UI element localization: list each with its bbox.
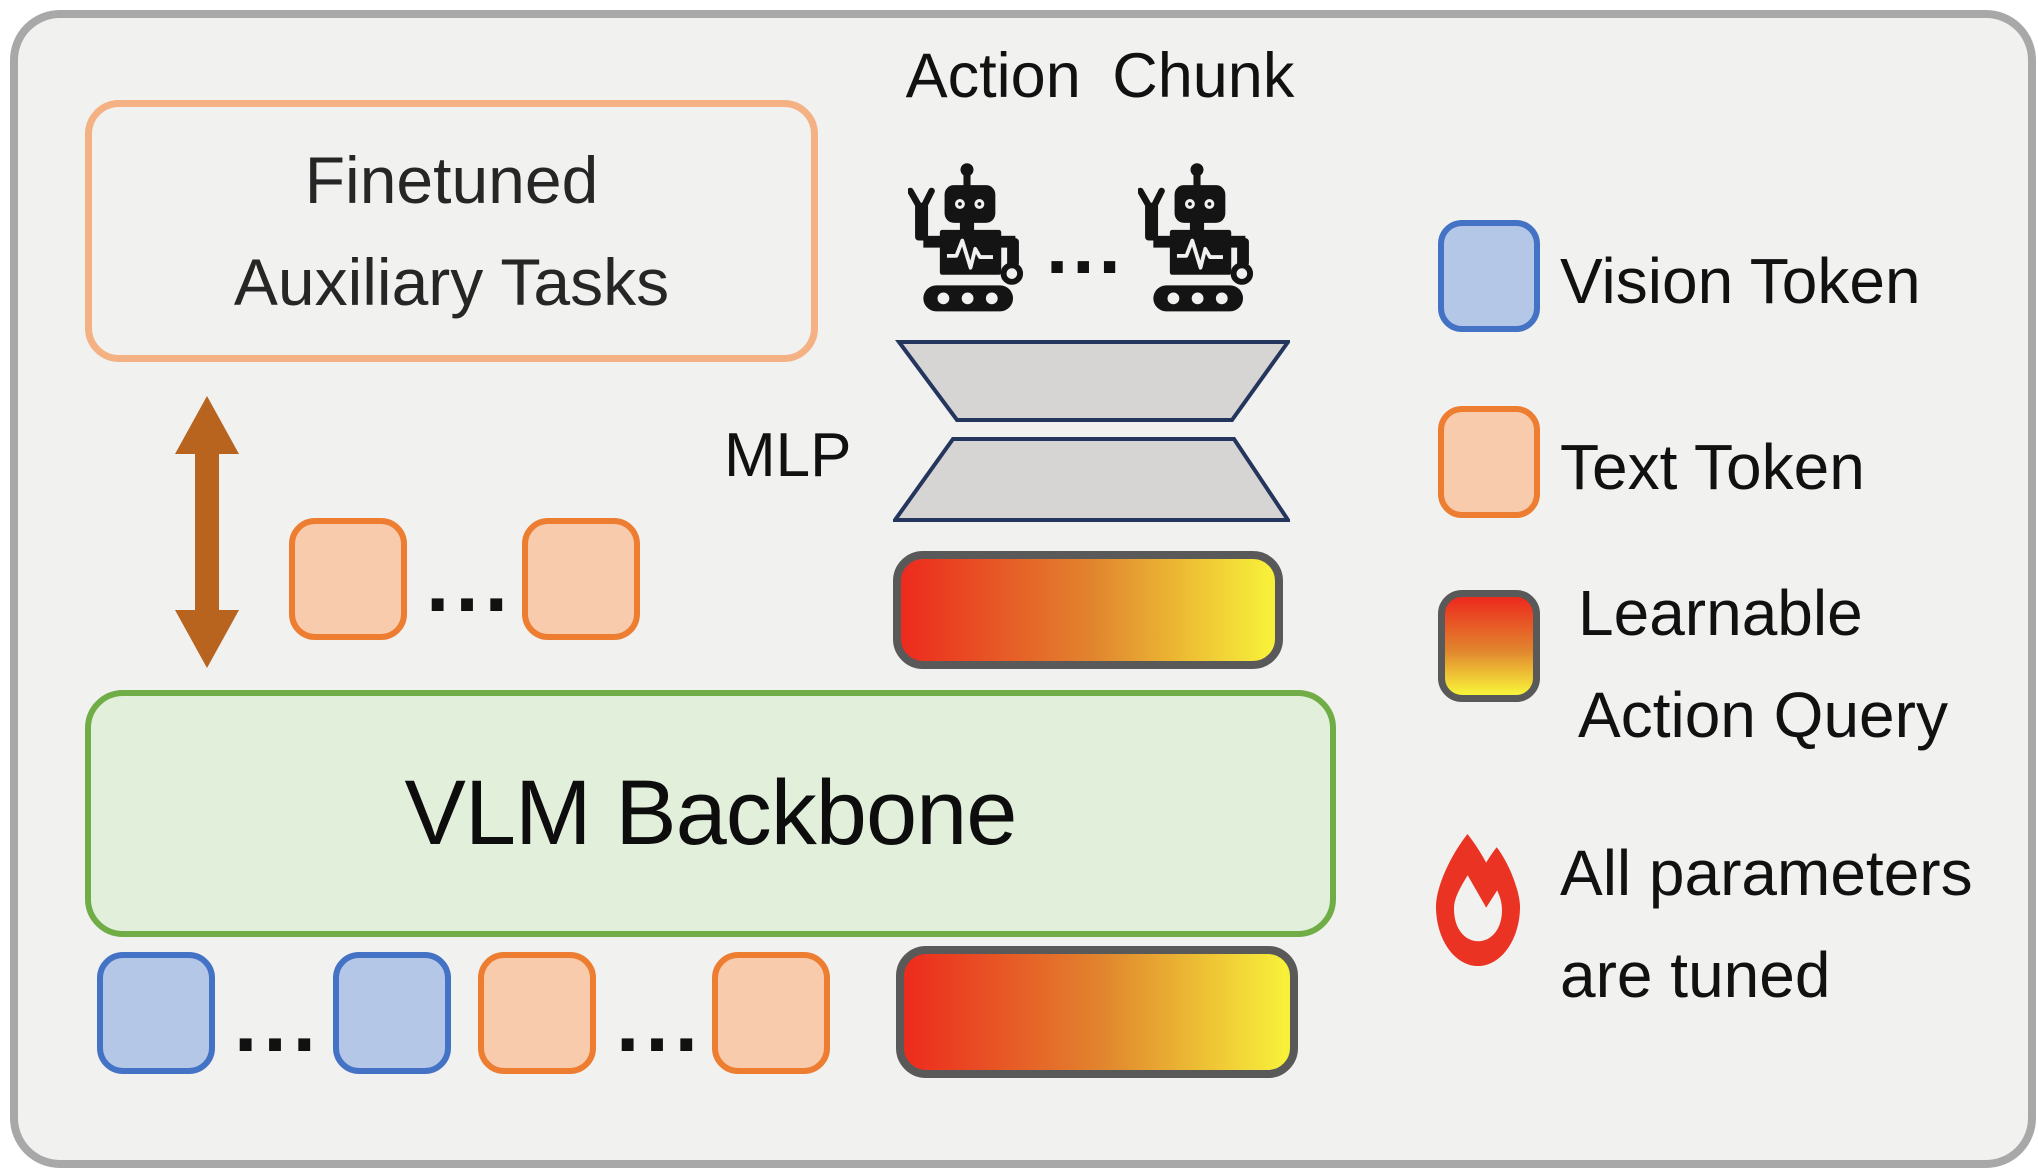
tuned-label-line2: are tuned: [1560, 939, 1831, 1011]
learnable-action-query-bar: [893, 551, 1283, 669]
vision-token: [333, 952, 451, 1074]
learnable-action-query-swatch: [1438, 590, 1540, 702]
action-chunk-label: Action Chunk: [905, 41, 1295, 111]
all-parameters-tuned-legend-label: All parameters are tuned: [1560, 822, 1973, 1026]
tuned-label-line1: All parameters: [1560, 837, 1973, 909]
learnable-action-query-bar: [896, 946, 1298, 1078]
finetuned-auxiliary-tasks-box: Finetuned Auxiliary Tasks: [85, 100, 818, 362]
ellipsis-text-tokens: ...: [616, 975, 705, 1069]
vision-token-legend-label: Vision Token: [1560, 245, 1921, 317]
mlp-trapezoid-icon: [891, 340, 1292, 522]
text-token-swatch: [1438, 406, 1540, 518]
vision-token-swatch: [1438, 220, 1540, 332]
text-token: [478, 952, 596, 1074]
learnable-label-line2: Action Query: [1578, 679, 1948, 751]
finetuned-label-line1: Finetuned: [304, 143, 599, 217]
bidirectional-arrow-icon: [171, 396, 243, 668]
flame-icon: [1436, 834, 1520, 966]
robot-icon: [1137, 162, 1256, 317]
text-token: [289, 518, 407, 640]
vlm-backbone-box: VLM Backbone: [85, 690, 1336, 937]
vlm-backbone-label: VLM Backbone: [404, 762, 1018, 864]
text-token: [712, 952, 830, 1074]
text-token-legend-label: Text Token: [1560, 431, 1865, 503]
ellipsis-vision-tokens: ...: [234, 975, 323, 1069]
finetuned-label-line2: Auxiliary Tasks: [233, 245, 670, 319]
learnable-label-line1: Learnable: [1578, 577, 1863, 649]
vision-token: [97, 952, 215, 1074]
ellipsis-robots: ...: [1046, 201, 1125, 290]
mlp-label: MLP: [724, 421, 852, 490]
learnable-action-query-legend-label: Learnable Action Query: [1578, 562, 1948, 766]
robot-icon: [907, 162, 1026, 317]
ellipsis-mid-tokens: ...: [426, 535, 515, 629]
text-token: [522, 518, 640, 640]
